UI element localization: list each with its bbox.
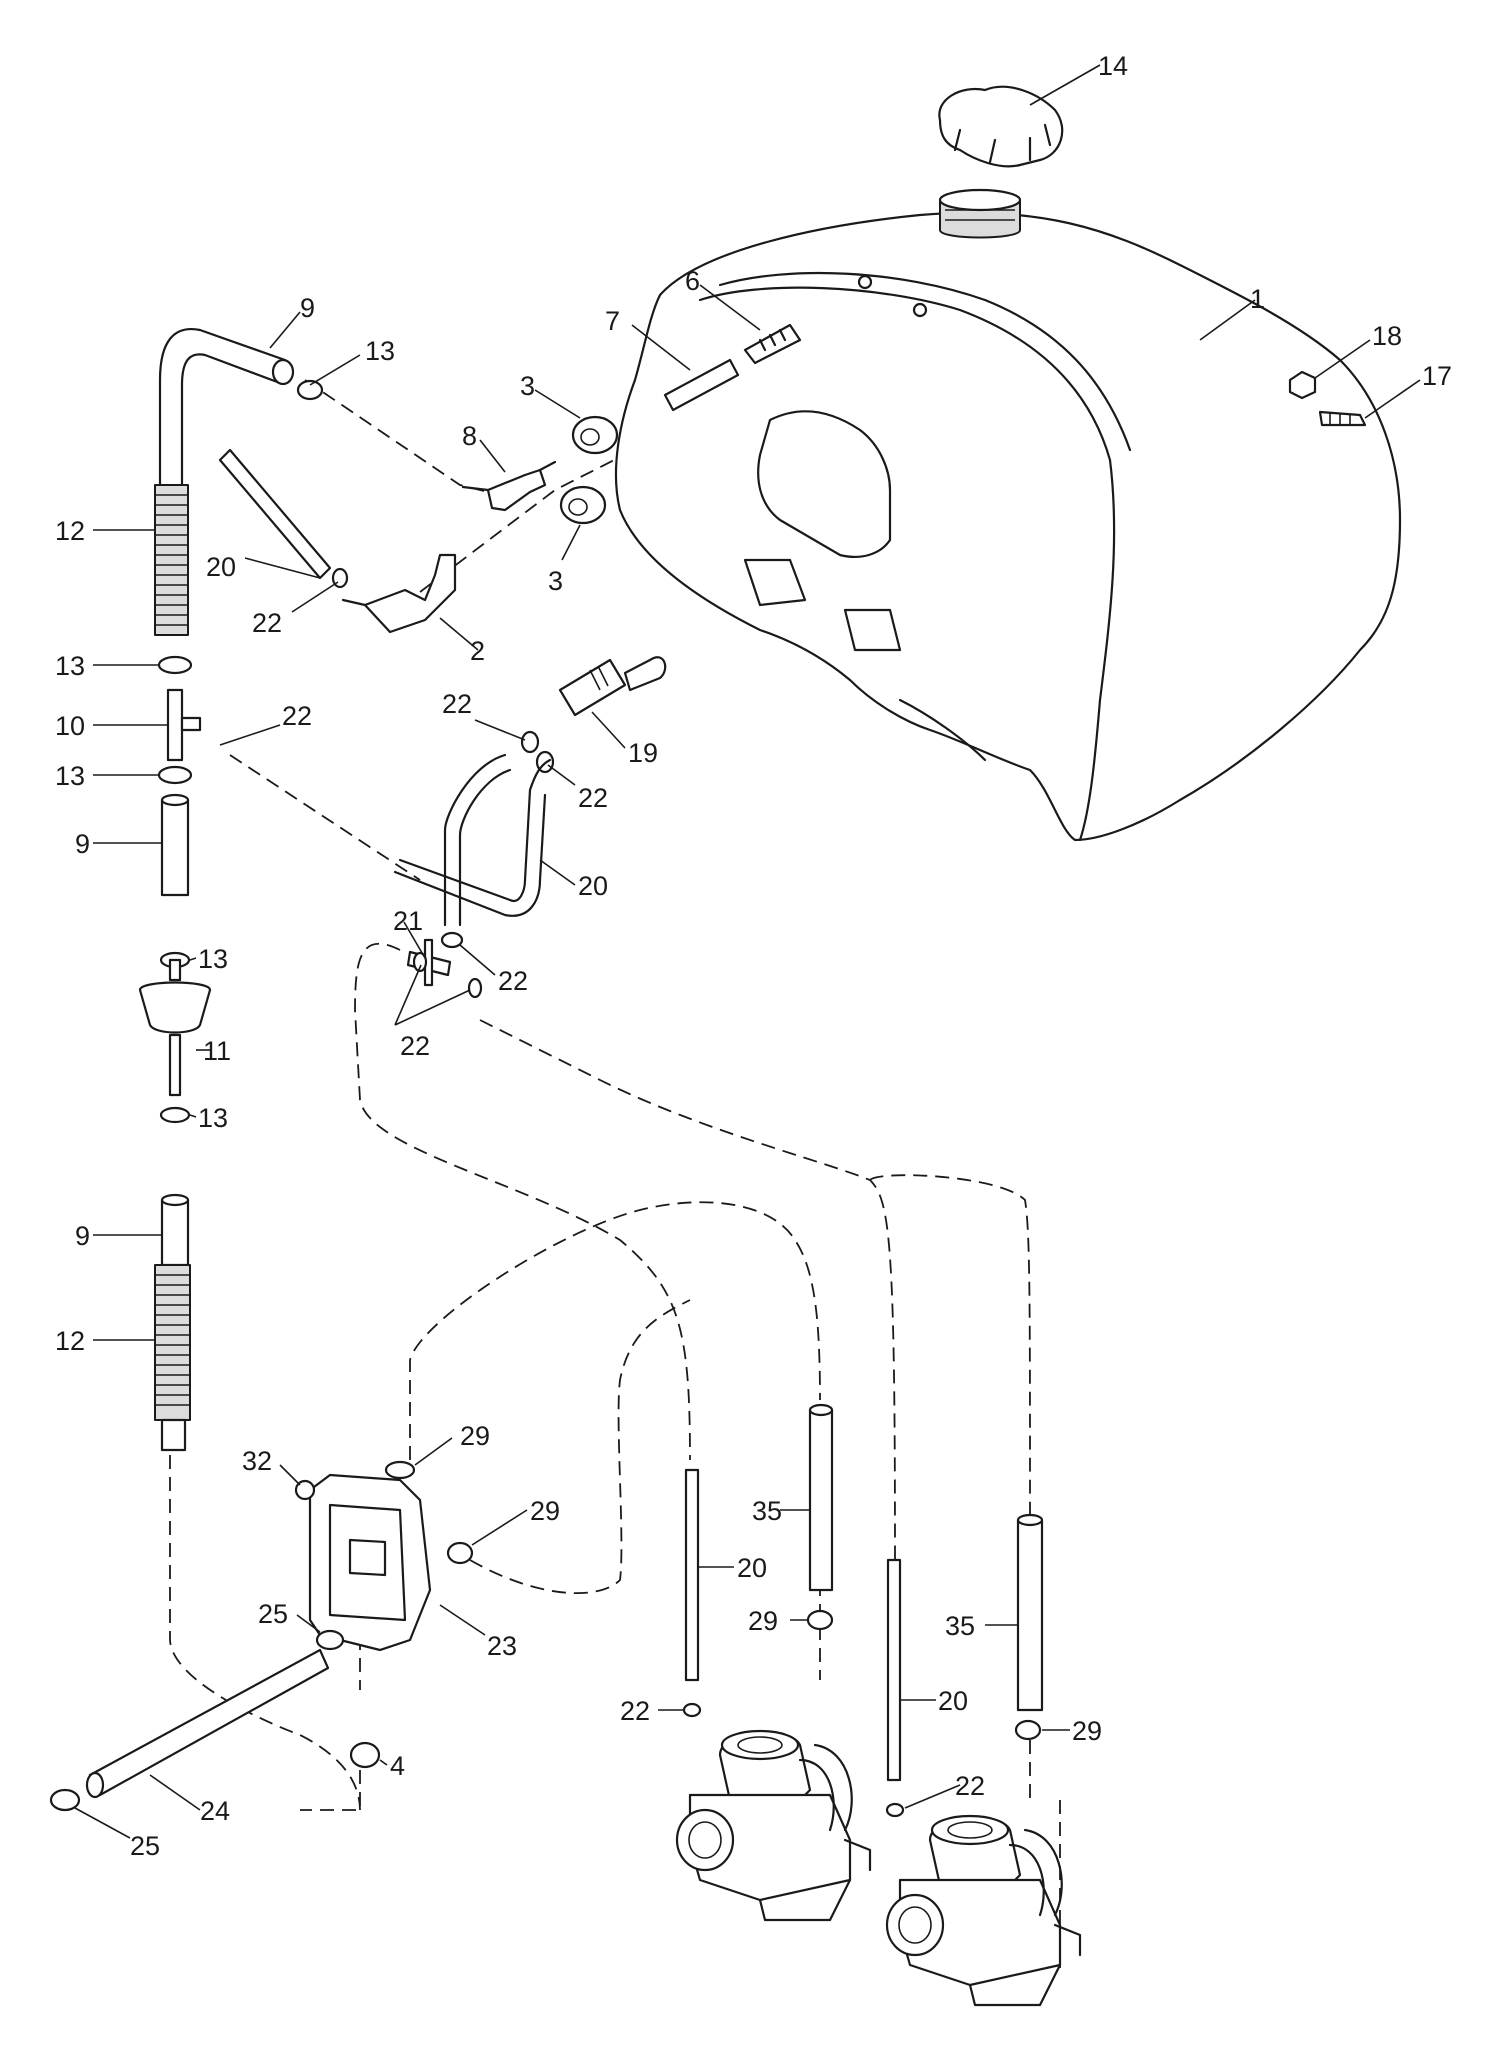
callout-21: 21 [393,906,423,936]
callout-13-c: 13 [55,761,85,791]
callout-13-b: 13 [55,651,85,681]
callout-22-g: 22 [620,1696,650,1726]
callout-17: 17 [1422,361,1452,391]
callout-22-e: 22 [498,966,528,996]
callout-8: 8 [462,421,477,451]
callout-13-d: 13 [198,944,228,974]
callout-14: 14 [1098,51,1128,81]
callout-7: 7 [605,306,620,336]
callout-2: 2 [470,636,485,666]
callout-6: 6 [685,266,700,296]
callout-19: 19 [628,738,658,768]
callout-9-lower: 9 [75,1221,90,1251]
callout-29-d: 29 [1072,1716,1102,1746]
callout-13-e: 13 [198,1103,228,1133]
callout-9-mid: 9 [75,829,90,859]
callout-22-b: 22 [282,701,312,731]
callout-25-a: 25 [258,1599,288,1629]
callout-25-b: 25 [130,1831,160,1861]
primer-assembly [393,656,667,999]
callout-20-mid: 20 [578,871,608,901]
callout-13-top: 13 [365,336,395,366]
callout-20-c: 20 [737,1553,767,1583]
callout-9-top: 9 [300,293,315,323]
callout-22-d: 22 [578,783,608,813]
callout-35-b: 35 [945,1611,975,1641]
callout-35-a: 35 [752,1496,782,1526]
callout-3-lower: 3 [548,566,563,596]
fuel-pump [294,1460,474,1652]
callout-20-d: 20 [938,1686,968,1716]
carburetor-2 [885,1814,1082,2007]
callout-11: 11 [203,1036,231,1066]
callout-3-upper: 3 [520,371,535,401]
vent-tube-upper [218,448,349,589]
callout-29-b: 29 [530,1496,560,1526]
callout-24: 24 [200,1796,230,1826]
fuel-tank [614,188,1402,842]
callout-23: 23 [487,1631,517,1661]
callout-22-upper: 22 [252,608,282,638]
vertical-tubes [682,1403,1044,1818]
callout-18: 18 [1372,321,1402,351]
callout-12-lower: 12 [55,1326,85,1356]
tank-fittings [341,323,1367,634]
callout-22-h: 22 [955,1771,985,1801]
callout-labels: 14 1 6 7 18 17 9 13 3 8 3 12 20 22 2 13 … [55,51,1452,1861]
callout-22-c: 22 [442,689,472,719]
left-hose-stack [138,328,324,1452]
callout-1: 1 [1250,284,1265,314]
carburetor-1 [675,1729,872,1922]
callout-10: 10 [55,711,85,741]
callout-32: 32 [242,1446,272,1476]
leader-lines [74,64,1421,1839]
callout-12-top: 12 [55,516,85,546]
callout-22-f: 22 [400,1031,430,1061]
callout-20-upper: 20 [206,552,236,582]
callout-29-c: 29 [748,1606,778,1636]
callout-4: 4 [390,1751,405,1781]
fuel-cap [938,85,1064,168]
callout-29-a: 29 [460,1421,490,1451]
hose-24 [49,1648,381,1812]
